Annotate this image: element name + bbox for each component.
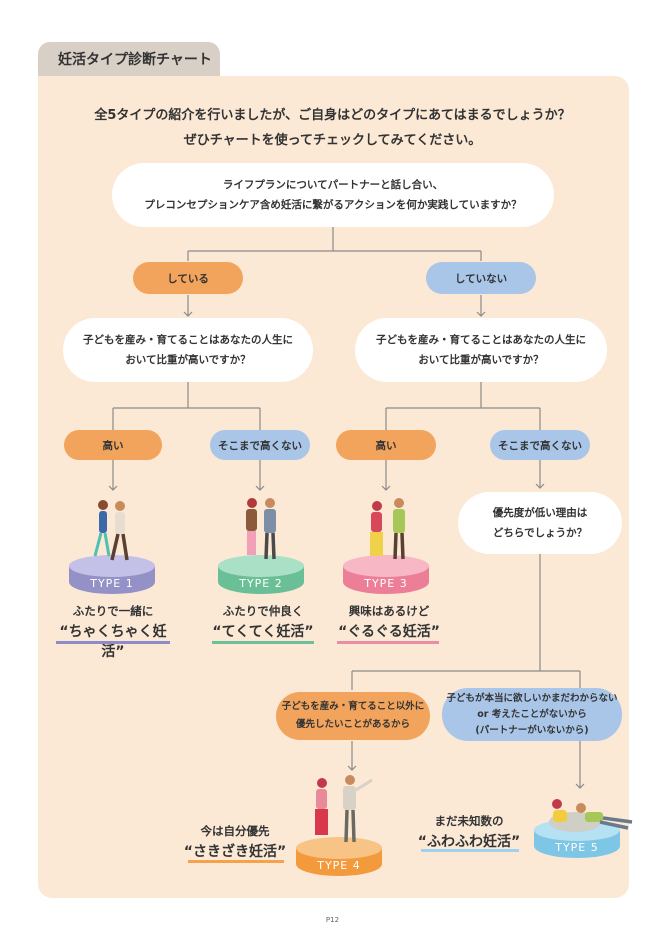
question-1-line-2: プレコンセプションケア含め妊活に繋がるアクションを何か実践していますか？ [144,199,522,211]
question-2-left-line-2: おいて比重が高いですか？ [125,354,251,366]
reason-other-priority-line-2: 優先したいことがあるから [295,719,410,730]
page-number: P12 [325,916,340,924]
answer-not-doing-pill: していない [426,262,536,294]
type-2-label: TYPE 2 [238,577,283,590]
type-4-label: TYPE 4 [316,859,361,872]
answer-not-high-left-pill: そこまで高くない [210,430,310,460]
question-2-right-line-1: 子どもを産み・育てることはあなたの人生に [376,334,586,346]
reason-unsure-line-3: (パートナーがいないから) [475,724,589,736]
reason-other-priority-line-1: 子どもを産み・育てること以外に [281,701,425,712]
type-1-caption-line-1: ふたりで一緒に [72,604,154,618]
question-3-line-1: 優先度が低い理由は [492,507,588,519]
type-5-caption: まだ未知数の “ふわふわ妊活” [412,813,526,851]
question-2-left-bubble: 子どもを産み・育てることはあなたの人生において比重が高いですか？ [63,318,313,382]
type-2-name: “てくてく妊活” [212,624,314,640]
answer-high-left-pill: 高い [64,430,162,460]
type-1-caption: ふたりで一緒に “ちゃくちゃく妊活” [50,603,176,661]
type-4-caption-line-1: 今は自分優先 [200,824,270,838]
type-1-underline [56,641,170,644]
reason-unsure-line-1: 子どもが本当に欲しいかまだわからない [446,692,618,704]
type-4-caption: 今は自分優先 “さきざき妊活” [180,823,290,861]
type-4-name: “さきざき妊活” [183,844,287,860]
type-2-underline [212,641,314,644]
question-2-right-line-2: おいて比重が高いですか？ [418,354,544,366]
type-1-pedestal: TYPE 1 [69,555,155,594]
question-1-bubble: ライフプランについてパートナーと話し合い、プレコンセプションケア含め妊活に繋がる… [112,163,554,227]
type-2-pedestal: TYPE 2 [218,555,304,594]
question-2-right-bubble: 子どもを産み・育てることはあなたの人生において比重が高いですか？ [355,318,607,382]
answer-doing-pill: している [133,262,243,294]
question-1-line-1: ライフプランについてパートナーと話し合い、 [222,179,444,191]
type-5-name: “ふわふわ妊活” [417,834,521,850]
answer-high-right-pill: 高い [336,430,436,460]
question-3-line-2: どちらでしょうか？ [492,527,588,539]
type-4-couple-figure [315,775,373,843]
type-3-couple-figure [370,498,405,560]
type-5-couple-figure [549,799,633,832]
type-2-couple-figure [246,498,276,560]
chart-title-tab: 妊活タイプ診断チャート [38,42,220,80]
type-3-underline [337,641,439,644]
type-3-pedestal: TYPE 3 [343,555,429,594]
intro-line-1: 全5タイプの紹介を行いましたが、ご自身はどのタイプにあてはまるでしょうか？ [94,108,571,123]
type-3-name: “ぐるぐる妊活” [338,624,440,640]
reason-unsure-line-2: or 考えたことがないから [477,708,587,720]
reason-other-priority-box: 子どもを産み・育てること以外に優先したいことがあるから [276,692,430,740]
type-1-label: TYPE 1 [89,577,134,590]
question-2-left-line-1: 子どもを産み・育てることはあなたの人生に [83,334,293,346]
type-4-underline [188,860,284,863]
type-3-caption: 興味はあるけど “ぐるぐる妊活” [326,603,452,641]
type-2-caption-line-1: ふたりで仲良く [222,604,304,618]
intro-line-2: ぜひチャートを使ってチェックしてみてください。 [183,133,482,148]
question-3-bubble: 優先度が低い理由はどちらでしょうか？ [458,492,622,554]
answer-not-high-right-pill: そこまで高くない [490,430,590,460]
reason-unsure-box: 子どもが本当に欲しいかまだわからない or 考えたことがないから (パートナーがいな… [442,688,622,741]
type-5-caption-line-1: まだ未知数の [434,814,504,828]
type-5-underline [421,849,519,852]
type-1-couple-figure [93,500,129,561]
type-4-pedestal: TYPE 4 [296,837,382,876]
type-1-name: “ちゃくちゃく妊活” [59,624,167,660]
type-5-label: TYPE 5 [554,841,599,854]
type-2-caption: ふたりで仲良く “てくてく妊活” [200,603,326,641]
type-3-caption-line-1: 興味はあるけど [348,604,430,618]
type-3-label: TYPE 3 [363,577,408,590]
